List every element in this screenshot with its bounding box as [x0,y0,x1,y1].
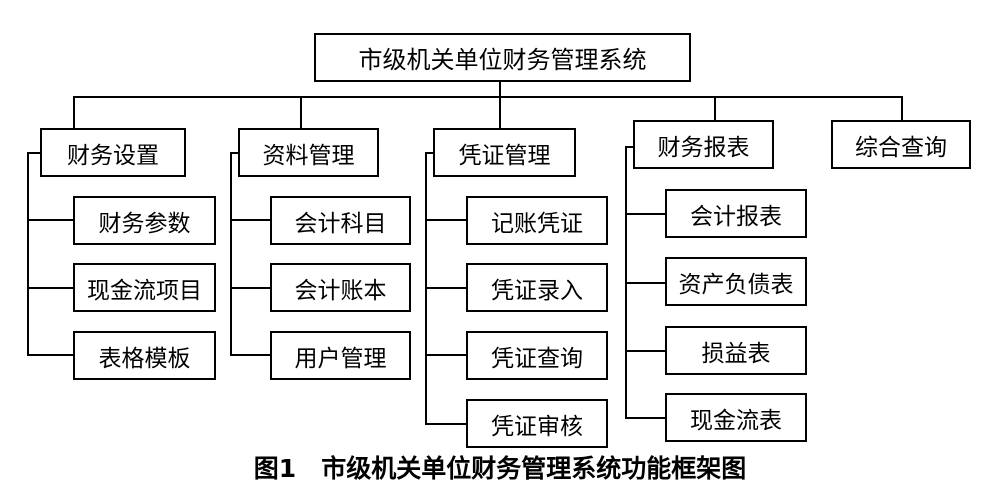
root-node: 市级机关单位财务管理系统 [314,33,691,82]
item-bookkeeping-voucher: 记账凭证 [466,196,608,245]
connector [425,152,435,154]
connector [27,287,75,289]
item-finance-parameters: 财务参数 [73,196,216,245]
connector [425,287,468,289]
connector [625,213,667,215]
figure-caption: 图1 市级机关单位财务管理系统功能框架图 [253,454,747,483]
item-cash-flow-items: 现金流项目 [73,263,216,312]
connector [625,350,667,352]
connector [425,423,468,425]
item-voucher-query: 凭证查询 [466,331,608,380]
connector [73,96,75,130]
module-financial-statements: 财务报表 [633,120,774,169]
connector [901,96,903,120]
item-income-statement: 损益表 [665,326,807,375]
item-accounting-subjects: 会计科目 [270,196,411,245]
connector [230,354,272,356]
item-voucher-audit: 凭证审核 [466,399,608,448]
connector [714,96,716,120]
module-data-management: 资料管理 [238,128,379,177]
item-user-management: 用户管理 [270,331,411,380]
connector [27,219,75,221]
connector [230,287,272,289]
connector [230,152,232,355]
item-account-books: 会计账本 [270,263,411,312]
connector [27,152,29,355]
module-voucher-management: 凭证管理 [433,128,576,177]
module-finance-settings: 财务设置 [40,128,186,177]
connector [425,219,468,221]
item-accounting-statements: 会计报表 [665,189,807,238]
connector [625,282,667,284]
connector [300,96,302,130]
connector [230,152,240,154]
item-voucher-entry: 凭证录入 [466,263,608,312]
item-balance-sheet: 资产负债表 [665,257,807,306]
item-form-templates: 表格模板 [73,331,216,380]
connector [625,146,635,148]
module-integrated-query: 综合查询 [831,120,971,169]
connector [499,96,501,130]
connector [27,152,42,154]
connector [425,354,468,356]
connector [27,354,75,356]
connector [230,219,272,221]
connector [499,80,501,98]
connector [73,96,903,98]
item-cash-flow-statement: 现金流表 [665,393,807,442]
connector [625,417,667,419]
